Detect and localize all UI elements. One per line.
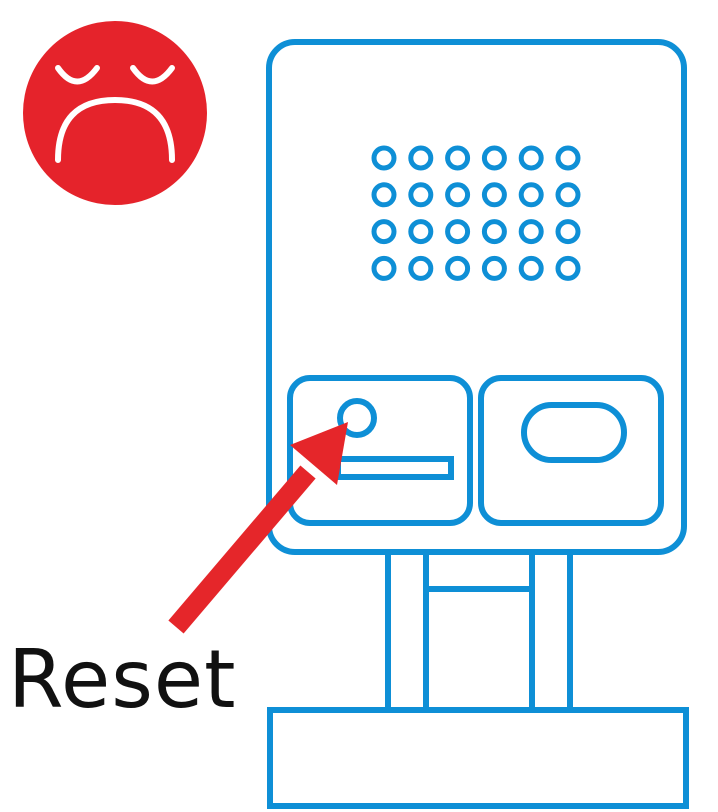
- reset-panel: [287, 375, 473, 526]
- speaker-hole: [518, 145, 544, 171]
- right-panel: [478, 375, 664, 526]
- speaker-hole: [518, 182, 544, 208]
- speaker-hole: [555, 182, 581, 208]
- reset-button[interactable]: [337, 398, 377, 438]
- speaker-hole: [481, 219, 507, 245]
- speaker-hole: [555, 145, 581, 171]
- speaker-hole: [408, 255, 434, 281]
- speaker-hole: [371, 145, 397, 171]
- sad-face-icon: [23, 21, 207, 205]
- base: [267, 707, 689, 809]
- speaker-grille: [371, 145, 581, 281]
- speaker-hole: [408, 182, 434, 208]
- device-body: [266, 39, 687, 555]
- speaker-hole: [408, 145, 434, 171]
- speaker-hole: [518, 219, 544, 245]
- speaker-hole: [408, 219, 434, 245]
- speaker-hole: [371, 219, 397, 245]
- speaker-hole: [481, 255, 507, 281]
- speaker-hole: [445, 145, 471, 171]
- speaker-hole: [371, 182, 397, 208]
- stand: [385, 549, 573, 713]
- speaker-hole: [481, 145, 507, 171]
- speaker-hole: [518, 255, 544, 281]
- oval-button[interactable]: [521, 402, 627, 463]
- card-slot: [335, 456, 454, 480]
- speaker-hole: [445, 219, 471, 245]
- speaker-hole: [555, 219, 581, 245]
- speaker-hole: [555, 255, 581, 281]
- speaker-hole: [371, 255, 397, 281]
- arrow-icon: [168, 422, 348, 634]
- speaker-hole: [445, 255, 471, 281]
- speaker-hole: [481, 182, 507, 208]
- reset-label: Reset: [8, 633, 237, 726]
- speaker-hole: [445, 182, 471, 208]
